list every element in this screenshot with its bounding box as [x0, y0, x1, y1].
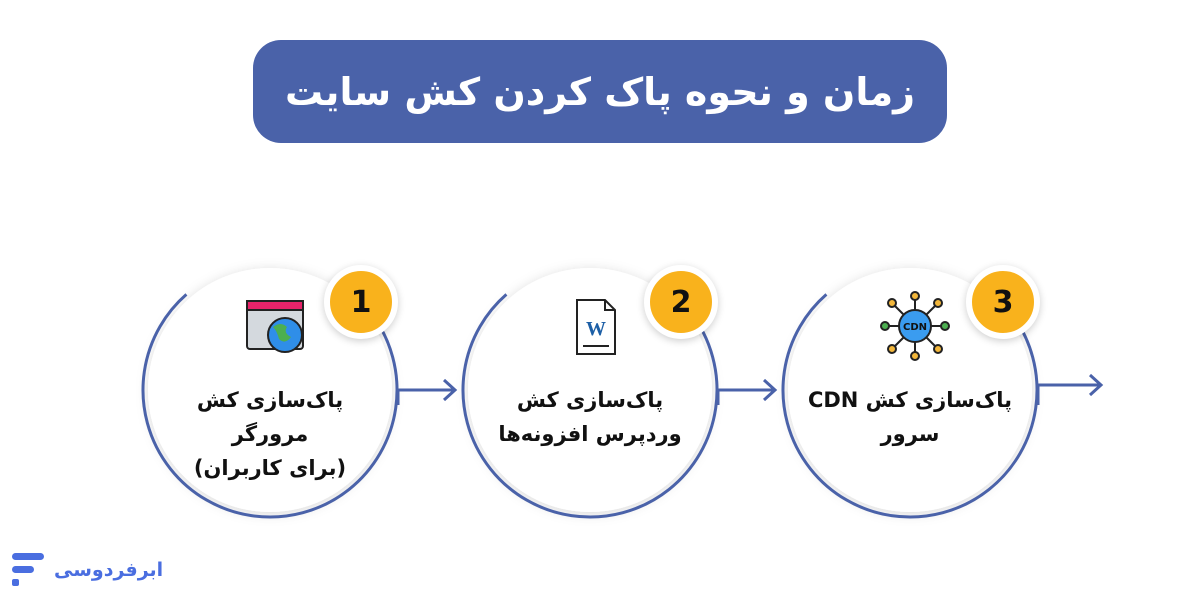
step-title: پاک‌سازی کش CDN — [807, 388, 1013, 412]
svg-text:CDN: CDN — [903, 322, 927, 333]
step-browser-cache: پاک‌سازی کش مرورگر (برای کاربران) — [145, 265, 395, 515]
step-subtitle: (برای کاربران) — [193, 456, 347, 480]
svg-text:W: W — [586, 318, 606, 340]
browser-globe-icon — [246, 300, 304, 353]
step-number-badge: 2 — [644, 265, 718, 339]
step-title: پاک‌سازی کش مرورگر — [196, 388, 344, 446]
wordpress-file-icon: W — [576, 299, 616, 355]
step-cdn-cache: CDN پاک‌سازی کش CDN سرور — [785, 265, 1035, 515]
brand-logo: ابرفردوسی — [12, 553, 163, 587]
cdn-network-icon: CDN — [880, 291, 950, 361]
logo-text: ابرفردوسی — [54, 559, 164, 581]
arrow-2-3 — [716, 378, 778, 405]
page-title: زمان و نحوه پاک کردن کش سایت — [253, 40, 947, 143]
logo-mark-icon — [12, 553, 44, 586]
step-wordpress-cache: W پاک‌سازی کش وردپرس افزونه‌ها — [465, 265, 715, 515]
arrow-3-out — [1036, 373, 1104, 405]
arrow-1-2 — [396, 378, 458, 405]
step-subtitle: وردپرس افزونه‌ها — [498, 422, 682, 446]
step-subtitle: سرور — [880, 422, 940, 446]
step-number-badge: 3 — [966, 265, 1040, 339]
step-number-badge: 1 — [324, 265, 398, 339]
step-title: پاک‌سازی کش — [516, 388, 664, 412]
